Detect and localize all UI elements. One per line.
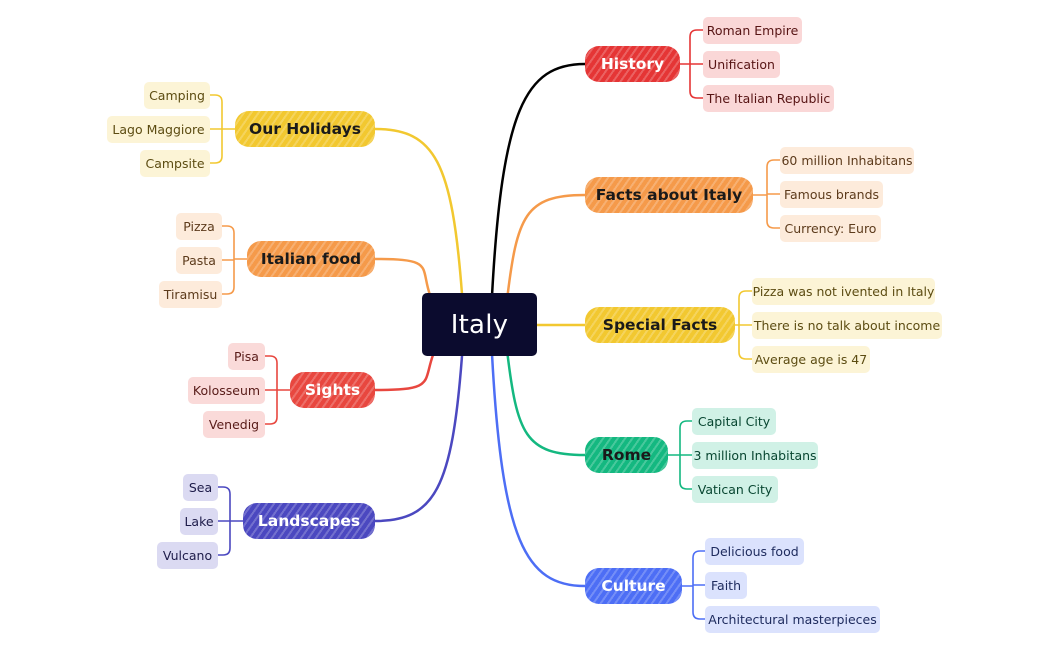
leaf-culture-2[interactable]: Architectural masterpieces (705, 606, 880, 633)
edge-holidays (373, 127, 464, 296)
leaf-landscapes-2[interactable]: Vulcano (157, 542, 218, 569)
edge-sights (373, 353, 435, 392)
leaf-holidays-0[interactable]: Camping (144, 82, 210, 109)
bracket-special (734, 290, 753, 360)
bracket-facts (752, 159, 781, 229)
leaf-food-2[interactable]: Tiramisu (159, 281, 222, 308)
topic-food[interactable]: Italian food (247, 241, 375, 277)
leaf-sights-2[interactable]: Venedig (203, 411, 265, 438)
leaf-sights-0[interactable]: Pisa (228, 343, 265, 370)
edge-rome (505, 348, 587, 457)
topic-facts[interactable]: Facts about Italy (585, 177, 753, 213)
topic-rome[interactable]: Rome (585, 437, 668, 473)
bracket-holidays (209, 94, 236, 164)
leaf-rome-2[interactable]: Vatican City (692, 476, 778, 503)
leaf-rome-0[interactable]: Capital City (692, 408, 776, 435)
leaf-food-0[interactable]: Pizza (176, 213, 222, 240)
leaf-culture-1[interactable]: Faith (705, 572, 747, 599)
leaf-landscapes-0[interactable]: Sea (183, 474, 218, 501)
leaf-holidays-1[interactable]: Lago Maggiore (107, 116, 210, 143)
leaf-food-1[interactable]: Pasta (176, 247, 222, 274)
edge-food (373, 257, 432, 297)
bracket-landscapes (217, 486, 244, 556)
edge-history (490, 62, 587, 298)
topic-holidays[interactable]: Our Holidays (235, 111, 375, 147)
topic-sights[interactable]: Sights (290, 372, 375, 408)
leaf-special-2[interactable]: Average age is 47 (752, 346, 870, 373)
edge-culture (490, 352, 587, 588)
topic-culture[interactable]: Culture (585, 568, 682, 604)
leaf-history-0[interactable]: Roman Empire (703, 17, 802, 44)
bracket-culture (681, 550, 706, 620)
topic-history[interactable]: History (585, 46, 680, 82)
leaf-facts-2[interactable]: Currency: Euro (780, 215, 881, 242)
leaf-landscapes-1[interactable]: Lake (180, 508, 218, 535)
leaf-rome-1[interactable]: 3 million Inhabitans (692, 442, 818, 469)
leaf-sights-1[interactable]: Kolosseum (188, 377, 265, 404)
leaf-facts-1[interactable]: Famous brands (780, 181, 883, 208)
edge-facts (505, 193, 587, 302)
leaf-culture-0[interactable]: Delicious food (705, 538, 804, 565)
bracket-sights (264, 355, 291, 425)
bracket-history (679, 29, 704, 99)
topic-special[interactable]: Special Facts (585, 307, 735, 343)
leaf-facts-0[interactable]: 60 million Inhabitans (780, 147, 914, 174)
leaf-history-2[interactable]: The Italian Republic (703, 85, 834, 112)
topic-landscapes[interactable]: Landscapes (243, 503, 375, 539)
leaf-holidays-2[interactable]: Campsite (140, 150, 210, 177)
bracket-rome (667, 420, 693, 490)
leaf-history-1[interactable]: Unification (703, 51, 780, 78)
edge-landscapes (373, 354, 464, 523)
central-topic-italy[interactable]: Italy (422, 293, 537, 356)
bracket-food (221, 225, 248, 295)
leaf-special-1[interactable]: There is no talk about income (752, 312, 942, 339)
leaf-special-0[interactable]: Pizza was not ivented in Italy (752, 278, 935, 305)
